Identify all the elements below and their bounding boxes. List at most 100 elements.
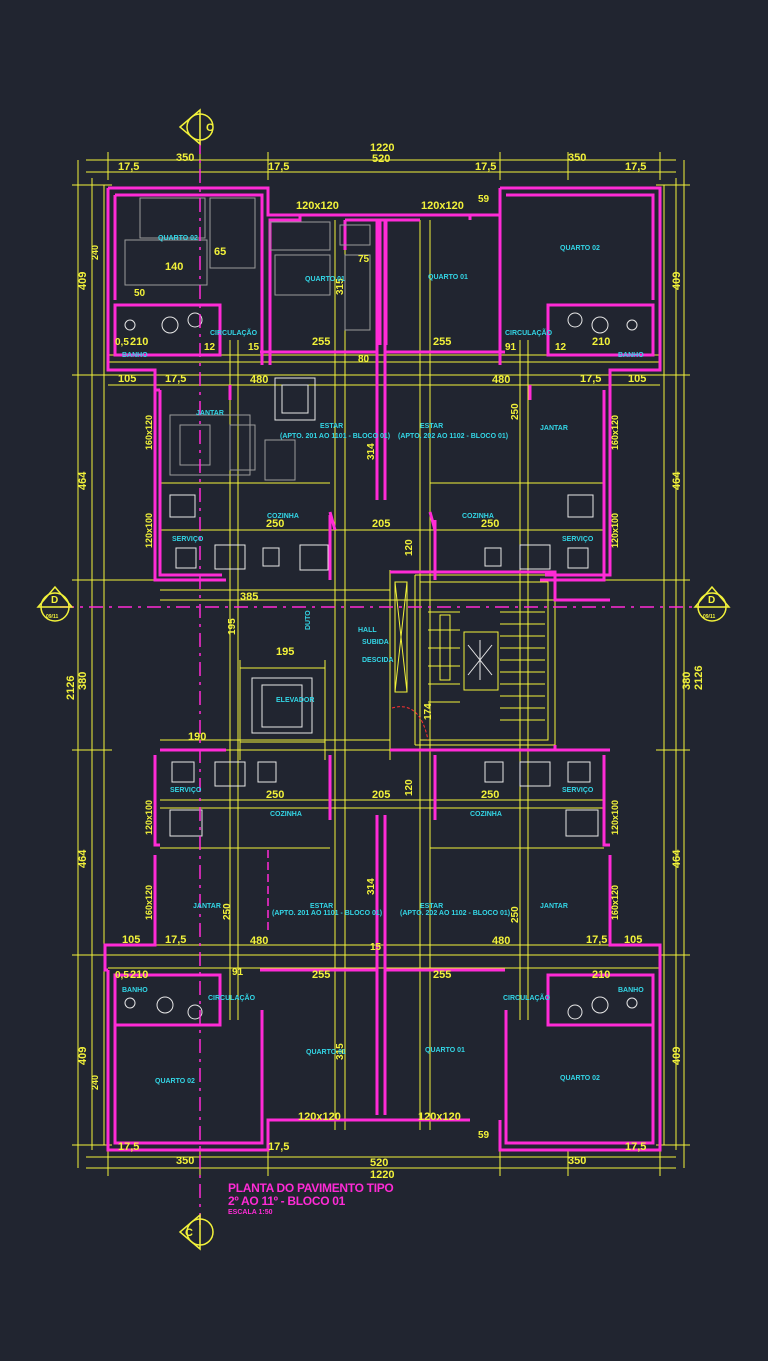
estar-note-top-right: (APTO. 202 AO 1102 - BLOCO 01) <box>398 433 508 440</box>
dim-120-v-a: 120 <box>404 539 415 556</box>
section-d-label-right: D <box>708 595 715 606</box>
drawing-scale: ESCALA 1:50 <box>228 1209 273 1216</box>
dim-250-b: 250 <box>481 518 499 530</box>
dim-250-v-a: 250 <box>510 403 521 420</box>
dim-175-f: 17,5 <box>268 1141 289 1153</box>
dim-409-right-top: 409 <box>671 272 683 290</box>
room-quarto-02-top-left: QUARTO 02 <box>158 235 198 242</box>
room-circulacao-bottom-right: CIRCULAÇÃO <box>503 993 551 1002</box>
room-quarto-01-bottom-left: QUARTO 01 <box>306 1049 346 1056</box>
dim-409-left-top: 409 <box>77 272 89 290</box>
dim-total-height-right: 2126 <box>693 666 705 690</box>
section-marker-d-right: D 09/11 <box>693 585 731 622</box>
win-120x100-c: 120x100 <box>144 800 154 835</box>
dim-480-d: 480 <box>492 935 510 947</box>
dim-175-g: 17,5 <box>625 1141 646 1153</box>
room-jantar-bottom-left: JANTAR <box>193 903 221 910</box>
room-banho-bottom-right: BANHO <box>618 987 644 994</box>
room-servico-top-left: SERVIÇO <box>172 536 204 543</box>
room-cozinha-bottom-right: COZINHA <box>470 811 502 818</box>
win-160x120-a: 160x120 <box>144 415 154 450</box>
room-servico-top-right: SERVIÇO <box>562 536 594 543</box>
room-jantar-top-left: JANTAR <box>196 410 224 417</box>
dim-175-k: 17,5 <box>586 934 607 946</box>
win-160x120-d: 160x120 <box>610 885 620 920</box>
room-quarto-01-top-right: QUARTO 01 <box>428 274 468 281</box>
room-banho-bottom-left: BANHO <box>122 987 148 994</box>
room-estar-top-left: ESTAR <box>320 423 343 430</box>
dim-12-a: 12 <box>204 342 216 353</box>
win-120x120-d: 120x120 <box>418 1111 461 1123</box>
dim-175-e: 17,5 <box>118 1141 139 1153</box>
dim-255-a: 255 <box>312 336 330 348</box>
room-banho-top-right: BANHO <box>618 352 644 359</box>
room-servico-bottom-left: SERVIÇO <box>170 787 202 794</box>
room-circulacao-top-right: CIRCULAÇÃO <box>505 328 553 337</box>
label-subida: SUBIDA <box>362 639 389 646</box>
dim-91-a: 91 <box>505 342 517 353</box>
walls <box>103 186 662 1152</box>
win-120x120-a: 120x120 <box>296 200 339 212</box>
win-120x120-b: 120x120 <box>421 200 464 212</box>
dim-464-right-top: 464 <box>671 471 683 490</box>
dim-75: 75 <box>358 254 370 265</box>
room-jantar-top-right: JANTAR <box>540 425 568 432</box>
room-duto: DUTO <box>305 610 312 630</box>
dim-175-h: 17,5 <box>165 373 186 385</box>
dim-409-left-bottom: 409 <box>77 1047 89 1065</box>
dim-05-b: 0,5 <box>115 970 129 981</box>
dim-250-v-b: 250 <box>510 906 521 923</box>
win-120x120-c: 120x120 <box>298 1111 341 1123</box>
dim-380-left: 380 <box>77 672 89 690</box>
dim-side-right-top: 350 <box>568 152 586 164</box>
dim-12-b: 12 <box>555 342 567 353</box>
room-quarto-02-top-right: QUARTO 02 <box>560 245 600 252</box>
dim-255-d: 255 <box>433 969 451 981</box>
room-quarto-02-bottom-left: QUARTO 02 <box>155 1078 195 1085</box>
axis-lines <box>60 140 700 1225</box>
dim-315-a: 315 <box>335 1043 346 1060</box>
section-marker-c-bottom: C <box>178 1213 214 1251</box>
dim-255-b: 255 <box>433 336 451 348</box>
dim-05-a: 0,5 <box>115 337 129 348</box>
room-cozinha-top-right: COZINHA <box>462 513 494 520</box>
win-120x100-a: 120x100 <box>144 513 154 548</box>
dim-105-c: 105 <box>122 934 140 946</box>
room-cozinha-bottom-left: COZINHA <box>270 811 302 818</box>
room-elevador: ELEVADOR <box>276 697 314 704</box>
room-estar-top-right: ESTAR <box>420 423 443 430</box>
dim-205-b: 205 <box>372 789 390 801</box>
section-d-sheet-left: 09/11 <box>46 614 58 620</box>
dim-250-d: 250 <box>481 789 499 801</box>
dim-210-d: 210 <box>592 969 610 981</box>
room-circulacao-top-left: CIRCULAÇÃO <box>210 328 258 337</box>
dim-59-a: 59 <box>478 194 490 205</box>
drawing-title-line-2: 2º AO 11º - BLOCO 01 <box>228 1194 346 1208</box>
dim-120-v-b: 120 <box>404 779 415 796</box>
section-marker-d-left: D 09/11 <box>36 585 74 622</box>
dim-15-a: 15 <box>248 342 260 353</box>
dim-464-left-bottom: 464 <box>77 849 89 868</box>
section-d-label-left: D <box>51 595 58 606</box>
dim-314-b: 314 <box>366 878 377 895</box>
dim-175-c: 17,5 <box>475 161 496 173</box>
room-jantar-bottom-right: JANTAR <box>540 903 568 910</box>
dim-175-a: 17,5 <box>118 161 139 173</box>
win-120x100-d: 120x100 <box>610 800 620 835</box>
dim-15-b: 15 <box>370 942 382 953</box>
label-descida: DESCIDA <box>362 657 394 664</box>
win-160x120-b: 160x120 <box>610 415 620 450</box>
drawing-title-line-1: PLANTA DO PAVIMENTO TIPO <box>228 1181 394 1195</box>
room-quarto-01-bottom-right: QUARTO 01 <box>425 1047 465 1054</box>
dim-205-a: 205 <box>372 518 390 530</box>
dim-480-a: 480 <box>250 374 268 386</box>
dim-195-v: 195 <box>227 618 238 635</box>
room-quarto-01-top-left: QUARTO 01 <box>305 276 345 283</box>
dim-105-b: 105 <box>628 373 646 385</box>
win-160x120-c: 160x120 <box>144 885 154 920</box>
room-banho-top-left: BANHO <box>122 352 148 359</box>
dim-480-b: 480 <box>492 374 510 386</box>
dim-174: 174 <box>423 703 434 720</box>
win-120x100-b: 120x100 <box>610 513 620 548</box>
dim-464-right-bottom: 464 <box>671 849 683 868</box>
